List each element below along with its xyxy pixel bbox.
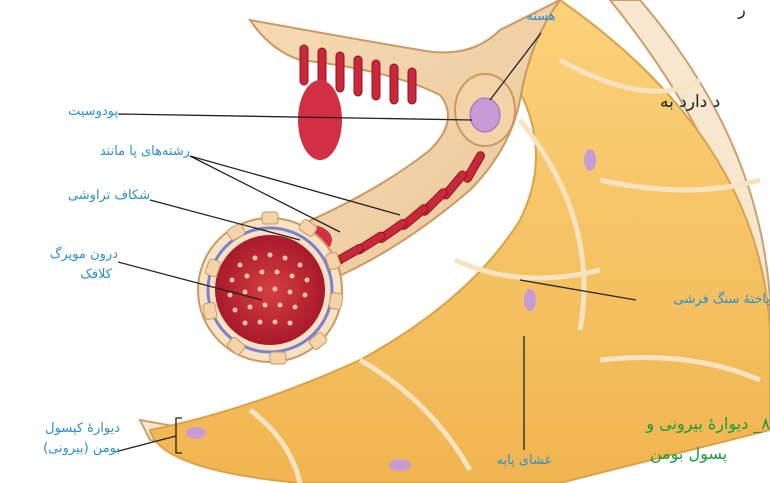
label-glomerular-lumen-line1: درون مویرگ [0, 246, 118, 264]
label-podocyte: پودوسیت [0, 103, 118, 121]
label-glomerular-lumen-line2: کلافک [0, 266, 112, 284]
page-fragment-green-2: پسول بومن [650, 444, 770, 463]
label-capsule-wall-line2: بومن (بیرونی) [0, 440, 120, 458]
page-fragment-top: ر [738, 0, 770, 19]
label-nucleus: هسته [512, 8, 570, 26]
label-basement-membrane: غشای پایه [474, 452, 574, 470]
label-filtration-slit: شکاف تراوشی [0, 187, 150, 205]
label-squamous-cell: یاختهٔ سنگ فرشی [636, 291, 770, 309]
podocyte-cell-body [455, 74, 515, 146]
label-foot-processes: رشته‌های پا مانند [0, 143, 190, 161]
page-fragment-mid: د دارد به [660, 92, 770, 112]
page-fragment-green-1: ۸_ دیوارهٔ بیرونی و [590, 414, 770, 433]
label-capsule-wall-line1: دیوارهٔ کپسول [0, 420, 120, 438]
